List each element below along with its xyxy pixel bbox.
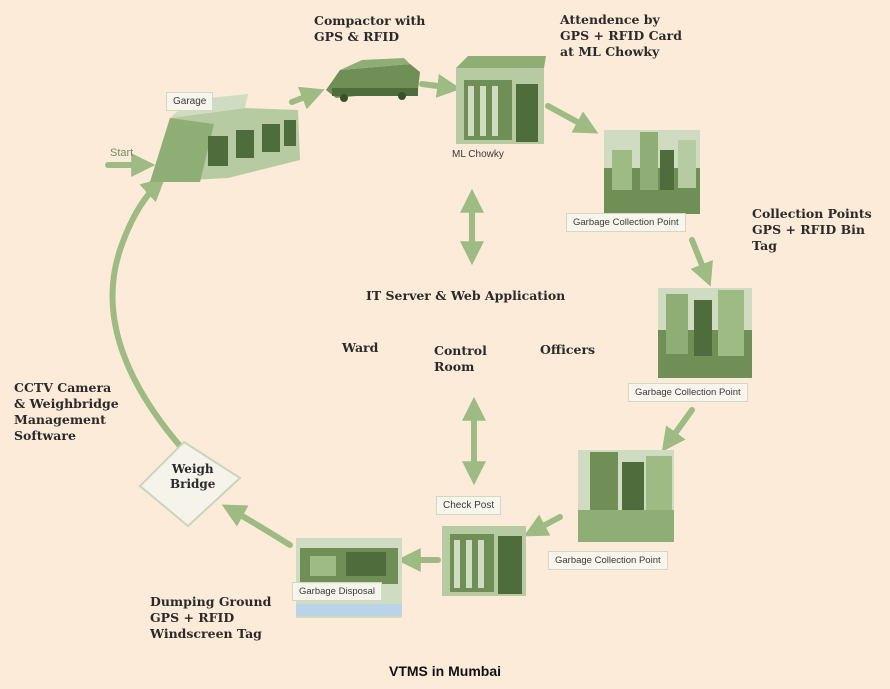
arrow-gcp1-to-gcp2	[689, 237, 713, 287]
start-label: Start	[110, 147, 134, 159]
arrow-compactor-to-ml-chowky	[419, 74, 462, 98]
caption: VTMS in Mumbai	[389, 663, 501, 679]
gcp-1-label: Garbage Collection Point	[566, 213, 686, 232]
arrow-gcp2-to-gcp3	[661, 407, 695, 452]
garage-illustration	[150, 94, 300, 182]
garbage-disposal-label: Garbage Disposal	[292, 582, 383, 601]
arrow-garage-to-compactor	[289, 86, 325, 110]
cctv-annotation: CCTV Camera & Weighbridge Management Sof…	[14, 380, 119, 443]
garbage-disposal-illustration	[296, 538, 402, 618]
compactor-illustration	[326, 58, 420, 102]
gcp-3-label: Garbage Collection Point	[548, 551, 668, 570]
arrow-gcp3-to-check-post	[523, 514, 563, 537]
officers-annotation: Officers	[540, 342, 596, 357]
arrow-weigh-bridge-to-garage	[109, 177, 183, 449]
flow-arrows	[105, 74, 713, 572]
gcp-3-illustration	[578, 450, 674, 542]
gcp-2-illustration	[658, 288, 752, 378]
weigh-bridge-label: Weigh Bridge	[170, 462, 216, 491]
weigh-bridge-shape	[138, 440, 242, 528]
arrow-ml-chowky-to-gcp1	[545, 103, 599, 134]
attendance-annotation: Attendence by GPS + RFID Card at ML Chow…	[560, 12, 682, 59]
garage-label: Garage	[166, 92, 214, 111]
arrow-disposal-to-weigh-bridge	[221, 504, 293, 548]
collection-points-annotation: Collection Points GPS + RFID Bin Tag	[752, 206, 872, 253]
control-room-annotation: Control Room	[434, 343, 487, 374]
gcp-1-illustration	[604, 130, 700, 214]
ml-chowky-illustration	[456, 56, 546, 144]
ml-chowky-label: ML Chowky	[452, 149, 504, 160]
check-post-illustration	[442, 526, 526, 596]
dumping-annotation: Dumping Ground GPS + RFID Windscreen Tag	[150, 594, 272, 641]
gcp-2-label: Garbage Collection Point	[628, 383, 748, 402]
compactor-annotation: Compactor with GPS & RFID	[314, 13, 426, 44]
check-post-label: Check Post	[436, 496, 502, 515]
it-server-annotation: IT Server & Web Application	[366, 288, 566, 303]
ward-annotation: Ward	[342, 340, 379, 355]
